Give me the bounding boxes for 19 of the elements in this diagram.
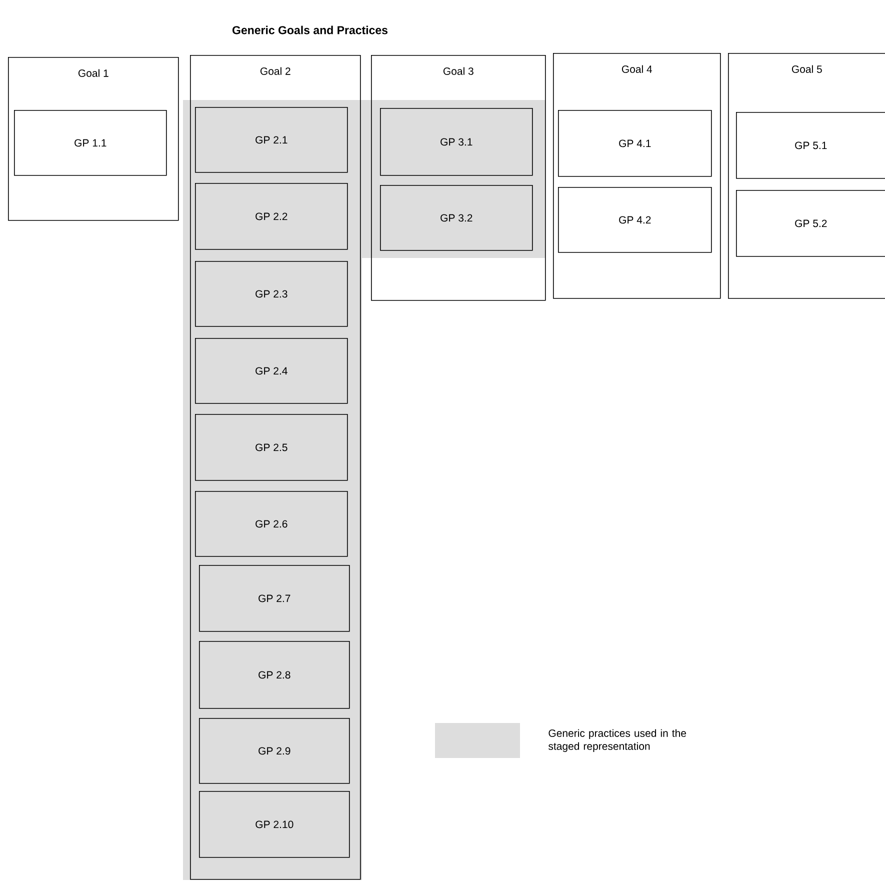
practice-box: GP 2.6 <box>195 491 348 557</box>
practice-box: GP 1.1 <box>14 110 167 176</box>
practice-box: GP 2.10 <box>199 791 350 858</box>
practice-box: GP 4.1 <box>558 110 712 177</box>
title: Generic Goals and Practices <box>232 26 388 34</box>
practice-box: GP 2.5 <box>195 414 348 481</box>
practice-box: GP 3.1 <box>380 108 533 176</box>
practice-box: GP 4.2 <box>558 187 712 253</box>
practice-box: GP 2.2 <box>195 183 348 250</box>
practice-box: GP 2.8 <box>199 641 350 709</box>
practice-box: GP 5.2 <box>736 190 885 257</box>
practice-box: GP 2.9 <box>199 718 350 784</box>
legend-text: Generic practices used in the staged representation <box>548 729 686 752</box>
practice-box: GP 2.1 <box>195 107 348 173</box>
practice-box: GP 2.7 <box>199 565 350 632</box>
practice-box: GP 2.3 <box>195 261 348 327</box>
practice-box: GP 3.2 <box>380 185 533 251</box>
practice-box: GP 2.4 <box>195 338 348 404</box>
practice-box: GP 5.1 <box>736 112 885 179</box>
